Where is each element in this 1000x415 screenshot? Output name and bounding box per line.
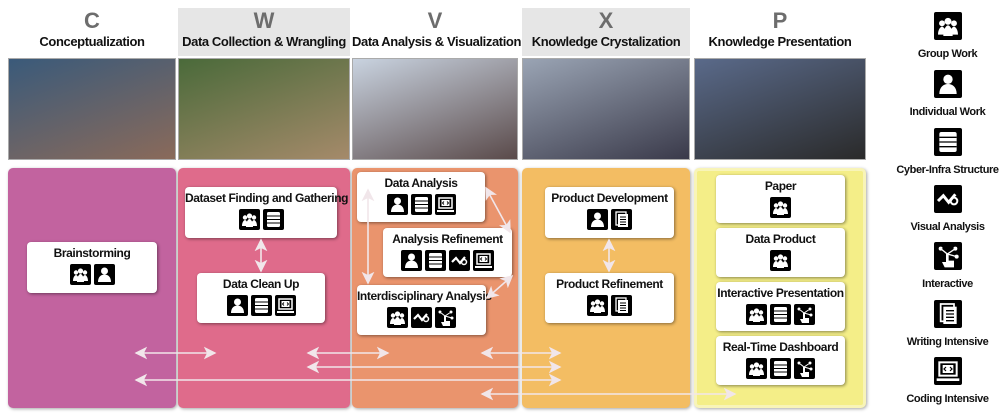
cyber-icon — [770, 358, 791, 379]
individual-icon — [226, 295, 248, 316]
task-label: Dataset Finding and Gathering — [185, 191, 349, 205]
visual-icon — [933, 185, 962, 213]
task-label: Real-Time Dashboard — [722, 340, 839, 354]
stage-header-x: X Knowledge Crystalization — [522, 8, 690, 56]
coding-icon — [473, 250, 494, 271]
task-box: Data Product — [716, 228, 845, 277]
task-label: Data Analysis — [384, 176, 458, 190]
cyber-icon — [425, 250, 446, 271]
task-box: Interdisciplinary Analysis — [357, 285, 492, 335]
legend-item: Writing Intensive — [895, 300, 1000, 348]
group-icon — [746, 304, 767, 325]
cyber-icon — [410, 194, 432, 215]
group-icon — [770, 197, 791, 218]
individual-icon — [93, 264, 115, 285]
task-box: Dataset Finding and Gathering — [185, 187, 349, 238]
stage-letter: X — [598, 8, 614, 33]
individual-icon — [933, 70, 962, 98]
task-label: Interactive Presentation — [717, 286, 844, 300]
individual-icon — [386, 194, 408, 215]
interactive-icon — [435, 307, 456, 328]
task-label: Paper — [764, 179, 797, 193]
legend-label: Group Work — [917, 48, 978, 60]
task-box: Analysis Refinement — [383, 228, 512, 277]
cyber-icon — [250, 295, 272, 316]
individual-icon — [587, 209, 608, 230]
legend-item: Cyber-Infra Structure — [895, 128, 1000, 176]
legend-label: Coding Intensive — [906, 393, 989, 405]
legend-label: Writing Intensive — [906, 336, 989, 348]
group-icon — [387, 307, 408, 328]
coding-icon — [274, 295, 296, 316]
stage-header-c: C Conceptualization — [8, 8, 176, 56]
writing-icon — [933, 300, 962, 328]
group-icon — [746, 358, 767, 379]
legend-label: Visual Analysis — [910, 221, 985, 233]
stage-name: Knowledge Presentation — [708, 34, 852, 49]
visual-icon — [411, 307, 432, 328]
interactive-icon — [794, 304, 815, 325]
task-box: Product Development — [545, 187, 674, 238]
task-box: Data Clean Up — [197, 273, 325, 323]
group-icon — [587, 295, 608, 316]
stage-photo — [8, 58, 176, 160]
stage-letter: C — [84, 8, 100, 33]
stage-letter: W — [253, 8, 275, 33]
interactive-icon — [933, 242, 962, 270]
individual-icon — [401, 250, 422, 271]
task-label: Interdisciplinary Analysis — [357, 289, 492, 303]
cyber-icon — [770, 304, 791, 325]
group-icon — [933, 12, 962, 40]
stage-photo — [352, 58, 518, 160]
stage-photo — [694, 58, 866, 160]
cyber-icon — [262, 209, 284, 230]
task-box: Product Refinement — [545, 273, 674, 323]
legend-item: Interactive — [895, 242, 1000, 290]
cyber-icon — [933, 128, 962, 156]
visual-icon — [449, 250, 470, 271]
task-label: Analysis Refinement — [392, 232, 503, 246]
group-icon — [770, 250, 791, 271]
interactive-icon — [794, 358, 815, 379]
legend-item: Coding Intensive — [895, 357, 1000, 405]
task-box: Paper — [716, 175, 845, 223]
writing-icon — [611, 209, 632, 230]
task-box: Data Analysis — [357, 172, 485, 222]
stage-header-p: P Knowledge Presentation — [694, 8, 866, 56]
task-box: Interactive Presentation — [716, 282, 845, 331]
stage-photo — [522, 58, 690, 160]
coding-icon — [933, 357, 962, 385]
task-label: Data Clean Up — [222, 277, 300, 291]
task-box: Real-Time Dashboard — [716, 336, 845, 385]
task-box: Brainstorming — [27, 242, 157, 293]
legend-item: Group Work — [895, 12, 1000, 60]
group-icon — [69, 264, 91, 285]
task-label: Product Development — [551, 191, 668, 205]
stage-name: Data Collection & Wrangling — [182, 34, 346, 49]
task-label: Data Product — [745, 232, 816, 246]
task-label: Brainstorming — [53, 246, 131, 260]
group-icon — [238, 209, 260, 230]
stage-name: Knowledge Crystalization — [531, 34, 681, 49]
writing-icon — [611, 295, 632, 316]
stage-name: Data Analysis & Visualization — [352, 34, 522, 49]
stage-header-v: V Data Analysis & Visualization — [352, 8, 522, 56]
legend-label: Cyber-Infra Structure — [896, 164, 999, 176]
legend-item: Visual Analysis — [895, 185, 1000, 233]
coding-icon — [434, 194, 456, 215]
stage-header-w: W Data Collection & Wrangling — [178, 8, 350, 56]
task-label: Product Refinement — [556, 277, 663, 291]
stage-letter: V — [427, 8, 443, 33]
stage-photo — [178, 58, 350, 160]
legend-item: Individual Work — [895, 70, 1000, 118]
legend-label: Individual Work — [909, 106, 986, 118]
stage-name: Conceptualization — [39, 34, 145, 49]
legend-label: Interactive — [922, 278, 973, 290]
stage-letter: P — [772, 8, 788, 33]
